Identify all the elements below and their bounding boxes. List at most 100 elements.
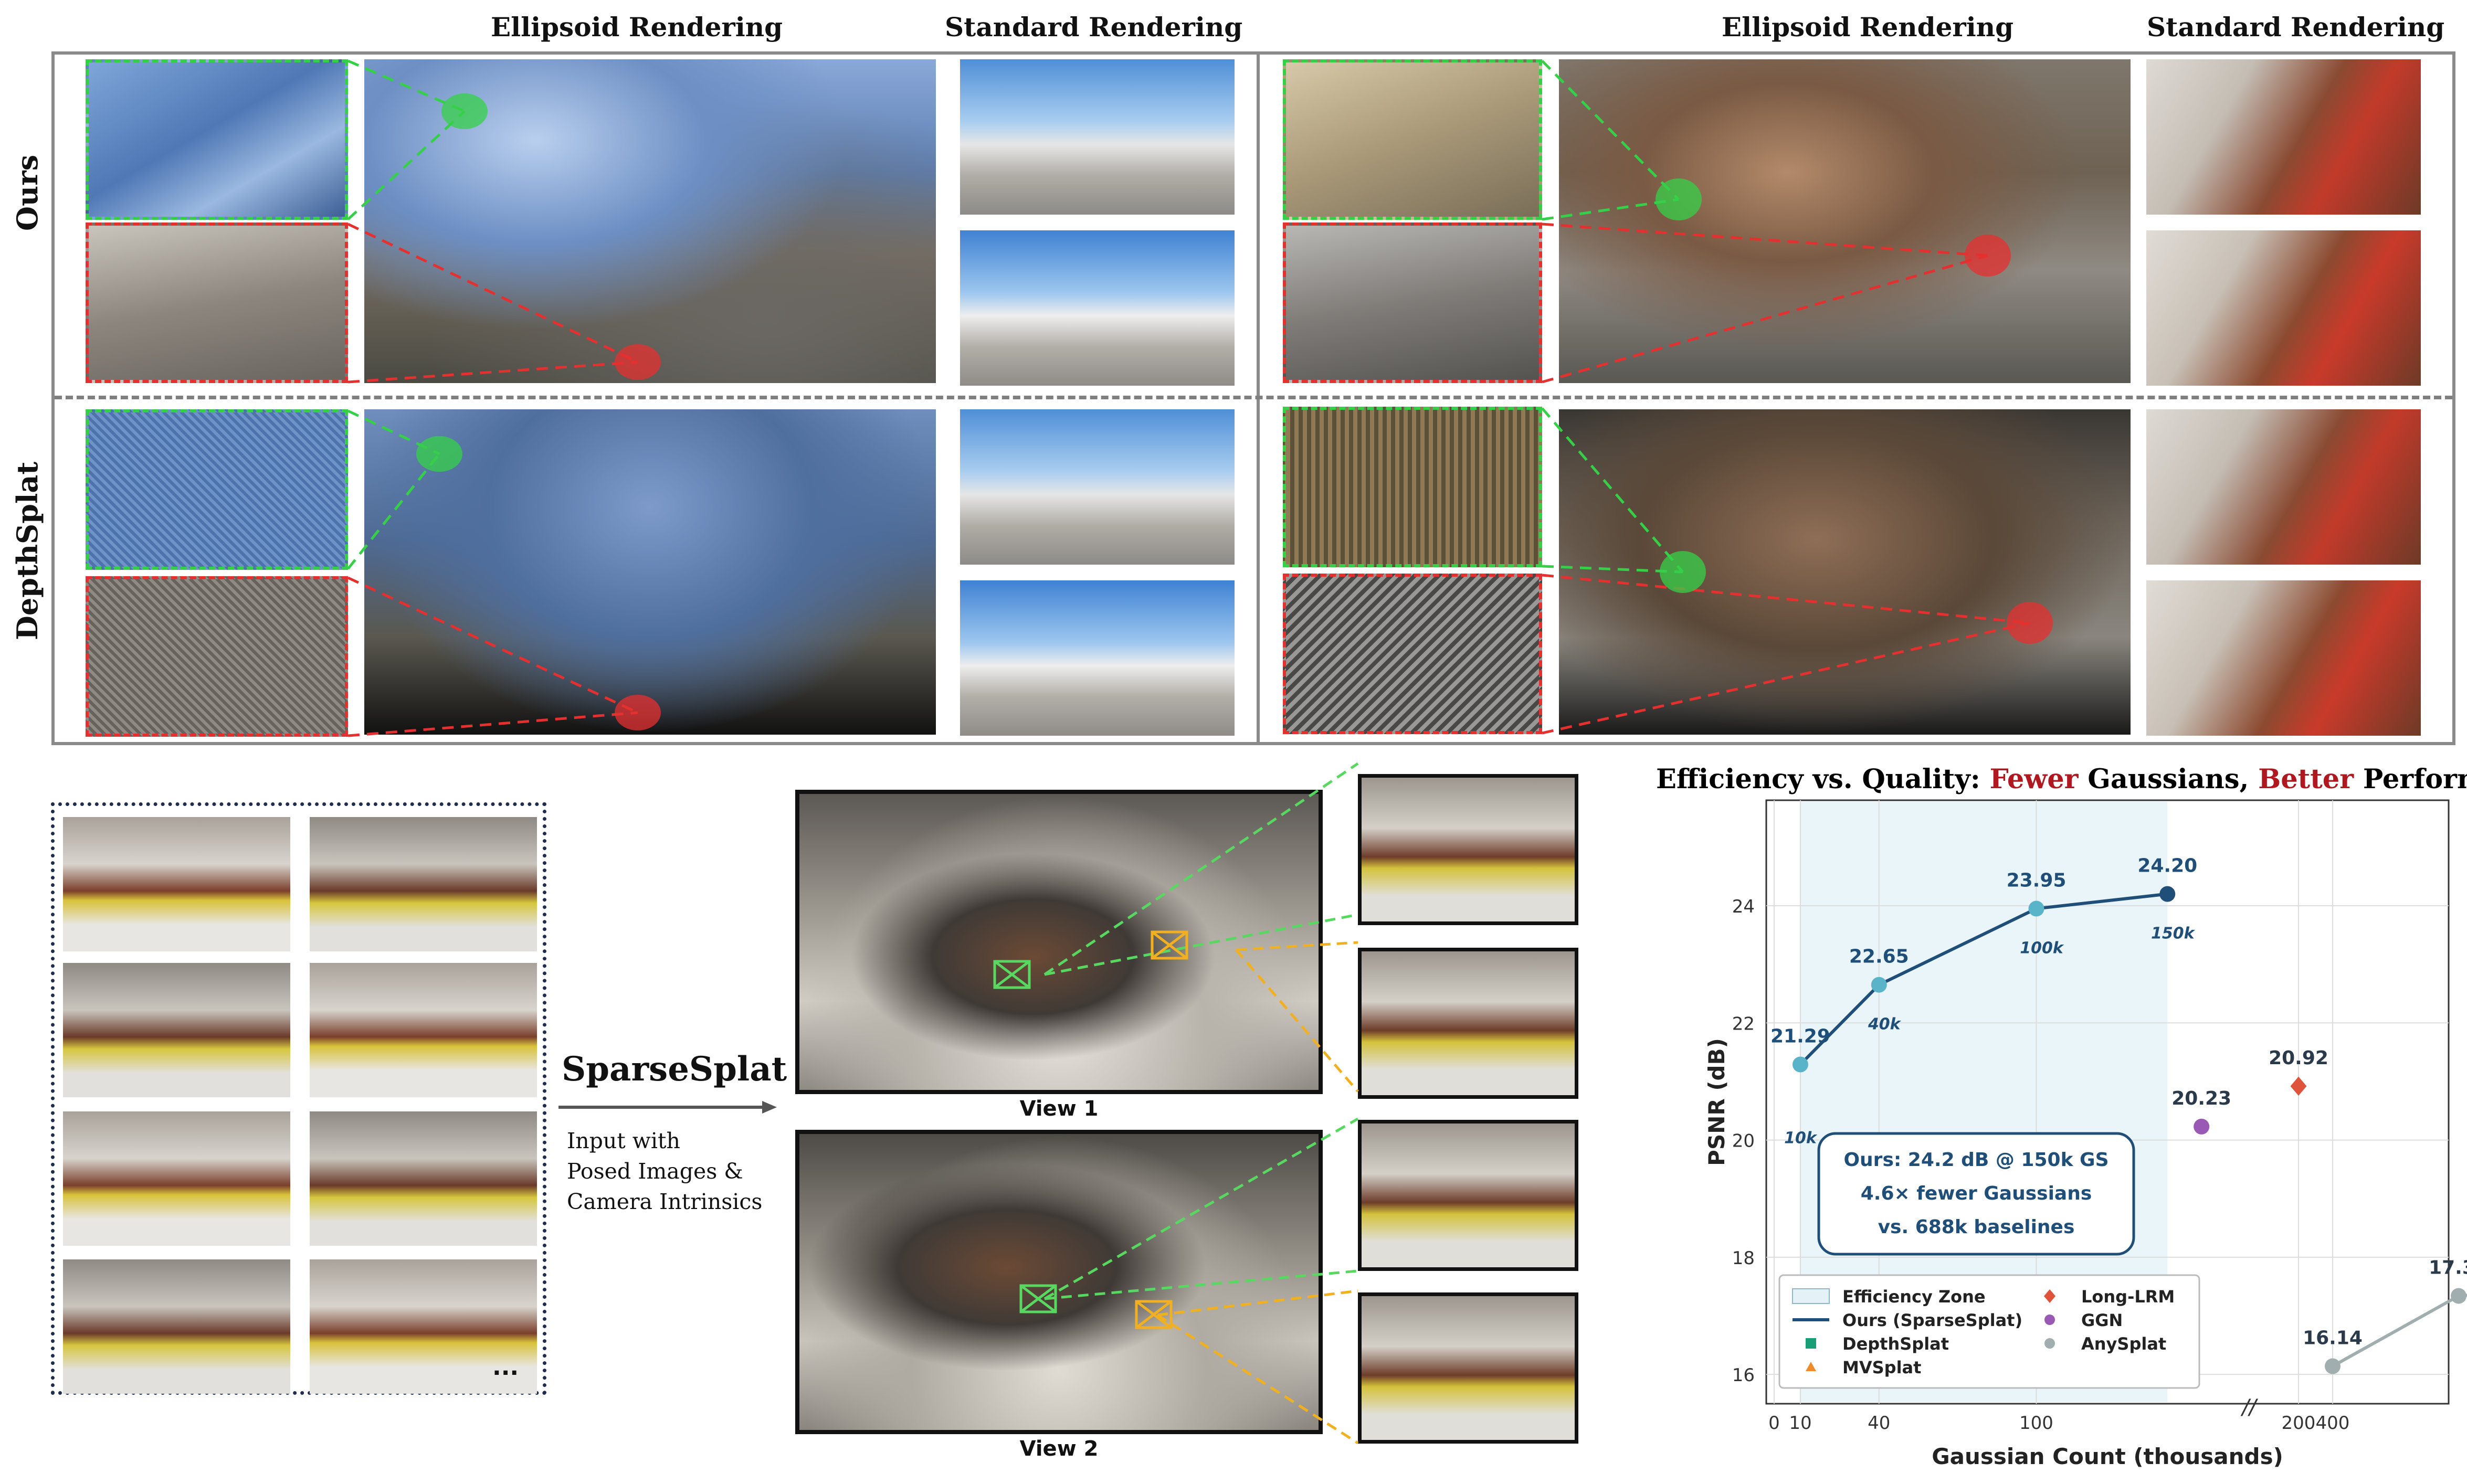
data-label: 22.65 bbox=[1849, 946, 1909, 968]
ours-store-zoom-crop-green bbox=[1283, 59, 1542, 220]
legend-swatch bbox=[2044, 1338, 2055, 1349]
legend-swatch bbox=[1806, 1362, 1816, 1371]
x-tick-label: 0 bbox=[1768, 1413, 1780, 1434]
more-images-ellipsis: ... bbox=[492, 1354, 519, 1381]
ours-building-standard-render-1 bbox=[960, 59, 1235, 215]
x-tick-label: 40 bbox=[1868, 1413, 1890, 1434]
legend-label: Efficiency Zone bbox=[1842, 1287, 1986, 1307]
data-point bbox=[2028, 900, 2044, 917]
annotation-line: Ours: 24.2 dB @ 150k GS bbox=[1843, 1149, 2108, 1171]
view-zoom-thumbnail bbox=[1358, 948, 1578, 1099]
ours-store-zoom-crop-red bbox=[1283, 222, 1542, 383]
depthsplat-building-standard-render-1 bbox=[960, 409, 1235, 565]
zoom-connectors-top bbox=[347, 59, 2053, 737]
legend-swatch bbox=[2044, 1289, 2055, 1303]
data-label: 23.95 bbox=[2007, 870, 2067, 892]
input-image bbox=[63, 817, 290, 951]
method-name: SparseSplat bbox=[562, 1050, 787, 1089]
depthsplat-store-standard-render-2 bbox=[2146, 580, 2421, 736]
ours-store-standard-render-2 bbox=[2146, 230, 2421, 386]
data-label: 20.23 bbox=[2171, 1088, 2231, 1109]
x-axis-label: Gaussian Count (thousands) bbox=[1932, 1444, 2283, 1469]
count-label: 150k bbox=[2151, 925, 2196, 943]
col-header-standard-right: Standard Rendering bbox=[2147, 12, 2445, 43]
y-tick-label: 18 bbox=[1732, 1248, 1755, 1269]
data-label: 20.92 bbox=[2269, 1047, 2328, 1069]
data-label: 21.29 bbox=[1770, 1026, 1830, 1047]
data-label: 17.34 bbox=[2429, 1257, 2467, 1279]
input-image bbox=[310, 817, 537, 951]
data-point bbox=[2194, 1118, 2210, 1135]
legend-swatch bbox=[1792, 1288, 1830, 1304]
y-tick-label: 16 bbox=[1732, 1365, 1755, 1386]
depthsplat-building-zoom-crop-green bbox=[86, 409, 348, 570]
data-point bbox=[2325, 1358, 2341, 1374]
chart-title-part-5: Performance bbox=[2363, 764, 2467, 795]
input-description-line-1: Input with bbox=[567, 1128, 680, 1153]
x-tick-label: 200 bbox=[2282, 1413, 2316, 1434]
legend-label: DepthSplat bbox=[1842, 1334, 1949, 1354]
efficiency-chart: 161820222401040100200400600//Gaussian Co… bbox=[1704, 799, 2467, 1469]
x-axis-break: // bbox=[2241, 1395, 2259, 1419]
legend-label: Ours (SparseSplat) bbox=[1842, 1310, 2022, 1330]
col-header-ellipsoid-right: Ellipsoid Rendering bbox=[1722, 12, 2014, 43]
y-tick-label: 20 bbox=[1732, 1131, 1755, 1152]
x-tick-label: 100 bbox=[2019, 1413, 2053, 1434]
annotation-line: 4.6× fewer Gaussians bbox=[1861, 1183, 2092, 1204]
depthsplat-store-zoom-crop-red bbox=[1283, 574, 1542, 734]
input-image bbox=[63, 1111, 290, 1246]
chart-title-part-1: Efficiency vs. Quality: bbox=[1656, 764, 1990, 795]
data-label: 16.14 bbox=[2303, 1328, 2363, 1349]
data-point bbox=[1871, 977, 1887, 993]
view-zoom-thumbnail bbox=[1358, 774, 1578, 925]
data-point bbox=[1792, 1056, 1808, 1073]
flow-arrow bbox=[558, 1101, 777, 1114]
col-header-standard-left: Standard Rendering bbox=[945, 12, 1243, 43]
x-tick-label: 10 bbox=[1789, 1413, 1811, 1434]
input-image bbox=[310, 1259, 537, 1394]
y-tick-label: 24 bbox=[1732, 896, 1755, 917]
count-label: 10k bbox=[1784, 1129, 1818, 1148]
annotation-box bbox=[1817, 1132, 2135, 1256]
input-description: Input with Posed Images & Camera Intrins… bbox=[567, 1126, 762, 1217]
view-1-ellipsoid-render bbox=[795, 790, 1323, 1094]
input-images-panel bbox=[51, 802, 546, 1395]
y-tick-label: 22 bbox=[1732, 1013, 1755, 1034]
depthsplat-building-ellipsoid-render bbox=[364, 409, 936, 735]
legend-label: Long-LRM bbox=[2081, 1287, 2175, 1307]
legend-label: MVSplat bbox=[1842, 1358, 1921, 1377]
data-point bbox=[2451, 1288, 2466, 1304]
chart-title-part-3: Gaussians, bbox=[2078, 764, 2259, 795]
input-image bbox=[63, 1259, 290, 1394]
input-description-line-2: Posed Images & bbox=[567, 1159, 743, 1184]
ours-building-zoom-crop-red bbox=[86, 222, 348, 383]
data-label: 24.20 bbox=[2137, 855, 2197, 877]
depthsplat-store-ellipsoid-render bbox=[1559, 409, 2131, 735]
input-image bbox=[310, 963, 537, 1097]
legend-box bbox=[1778, 1274, 2200, 1389]
count-label: 40k bbox=[1868, 1015, 1902, 1034]
ours-store-ellipsoid-render bbox=[1559, 59, 2131, 383]
row-divider bbox=[55, 396, 2452, 399]
view-zoom-thumbnail bbox=[1358, 1120, 1578, 1271]
chart-title-part-4: Better bbox=[2258, 764, 2354, 795]
legend-swatch bbox=[1806, 1338, 1816, 1349]
annotation-line: vs. 688k baselines bbox=[1878, 1216, 2075, 1238]
chart-title-part-2: Fewer bbox=[1989, 764, 2079, 795]
depthsplat-store-standard-render-1 bbox=[2146, 409, 2421, 565]
x-tick-label: 400 bbox=[2316, 1413, 2350, 1434]
input-image bbox=[310, 1111, 537, 1246]
zoom-connectors-bottom bbox=[993, 762, 1359, 1445]
legend-label: AnySplat bbox=[2081, 1334, 2166, 1354]
ours-building-standard-render-2 bbox=[960, 230, 1235, 386]
input-description-line-3: Camera Intrinsics bbox=[567, 1189, 763, 1214]
view-2-caption: View 2 bbox=[1019, 1437, 1099, 1461]
depthsplat-building-zoom-crop-red bbox=[86, 576, 348, 737]
series-line-ours bbox=[1799, 892, 2168, 1066]
depthsplat-store-zoom-crop-green bbox=[1283, 407, 1542, 567]
legend-swatch bbox=[2044, 1315, 2055, 1325]
view-1-caption: View 1 bbox=[1019, 1097, 1099, 1121]
ours-building-zoom-crop-green bbox=[86, 59, 348, 220]
count-label: 100k bbox=[2020, 939, 2064, 958]
view-zoom-thumbnail bbox=[1358, 1292, 1578, 1444]
